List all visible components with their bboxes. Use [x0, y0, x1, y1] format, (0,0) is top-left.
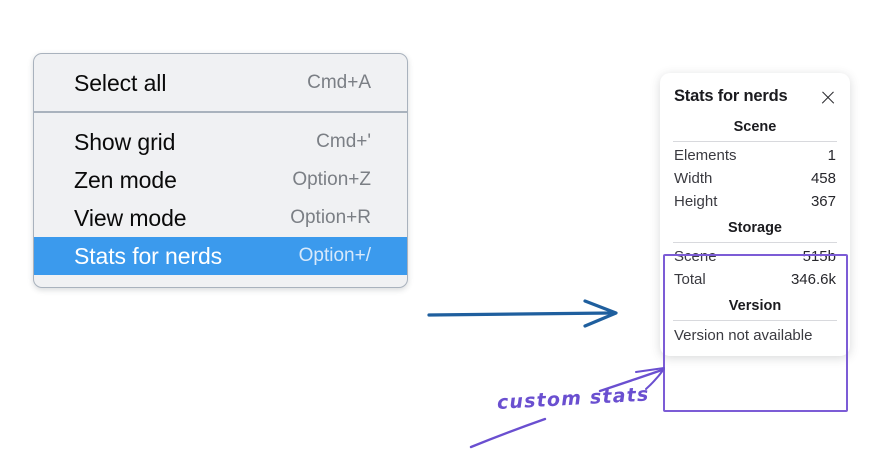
stats-row-value: 1 — [827, 147, 836, 164]
stats-row-key: Width — [674, 170, 713, 187]
version-not-available-text: Version not available — [674, 327, 813, 344]
section-heading-scene: Scene — [733, 119, 777, 135]
menu-item-select-all[interactable]: Select all Cmd+A — [34, 64, 407, 102]
stats-for-nerds-panel[interactable]: Stats for nerds Scene Elements 1 Width 4… — [660, 73, 850, 356]
section-rule — [673, 242, 837, 243]
stats-panel-body: Scene Elements 1 Width 458 Height 367 St… — [660, 112, 850, 356]
blue-flow-arrow — [427, 299, 618, 328]
stats-row-key: Elements — [674, 147, 737, 164]
menu-item-shortcut: Option+Z — [292, 169, 371, 190]
menu-item-label: View mode — [74, 204, 187, 231]
stats-row-value: 515b — [802, 248, 836, 265]
stats-panel-title: Stats for nerds — [674, 87, 788, 105]
stats-row-value: 346.6k — [790, 271, 836, 288]
section-rule — [673, 141, 837, 142]
stats-panel-header: Stats for nerds — [660, 73, 850, 112]
menu-item-show-grid[interactable]: Show grid Cmd+' — [34, 123, 407, 161]
menu-group-selection: Select all Cmd+A — [34, 54, 407, 111]
menu-item-shortcut: Option+R — [290, 207, 371, 228]
section-heading-storage: Storage — [728, 220, 782, 236]
menu-group-view: Show grid Cmd+' Zen mode Option+Z View m… — [34, 113, 407, 287]
menu-item-label: Select all — [74, 69, 167, 96]
section-heading-version: Version — [728, 298, 782, 314]
stats-row-value: 458 — [810, 170, 836, 187]
menu-item-view-mode[interactable]: View mode Option+R — [34, 199, 407, 237]
stats-row-storage-scene: Scene 515b — [671, 245, 839, 268]
menu-item-label: Show grid — [74, 128, 176, 155]
stats-row-storage-total: Total 346.6k — [671, 268, 839, 291]
stats-row-key: Height — [674, 193, 718, 210]
custom-stats-underline — [469, 417, 547, 449]
stats-row-elements: Elements 1 — [671, 144, 839, 167]
menu-item-zen-mode[interactable]: Zen mode Option+Z — [34, 161, 407, 199]
stats-row-value: 367 — [810, 193, 836, 210]
menu-item-label: Stats for nerds — [74, 242, 223, 269]
menu-item-stats-for-nerds[interactable]: Stats for nerds Option+/ — [34, 237, 407, 275]
menu-item-shortcut: Cmd+A — [307, 72, 371, 93]
stats-row-height: Height 367 — [671, 190, 839, 213]
context-menu[interactable]: Select all Cmd+A Show grid Cmd+' Zen mod… — [33, 53, 408, 288]
stats-row-width: Width 458 — [671, 167, 839, 190]
section-rule — [673, 320, 837, 321]
menu-item-shortcut: Option+/ — [298, 245, 371, 266]
menu-item-label: Zen mode — [74, 166, 177, 193]
close-x-icon[interactable] — [820, 89, 836, 105]
menu-separator — [34, 111, 407, 113]
stats-row-key: Scene — [674, 248, 717, 265]
menu-item-shortcut: Cmd+' — [316, 131, 371, 152]
custom-stats-label: custom stats — [496, 383, 651, 414]
stats-row-key: Total — [674, 271, 706, 288]
